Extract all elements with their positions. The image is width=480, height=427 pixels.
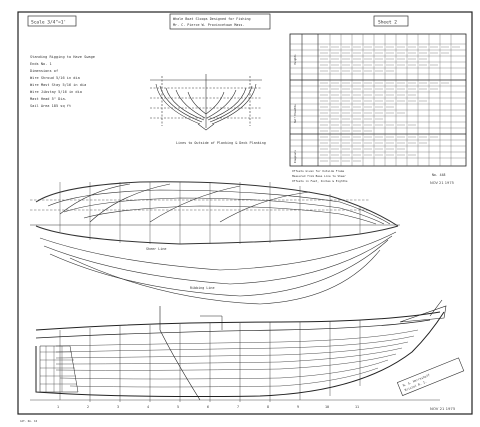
sheet-number: Sheet 2 (378, 20, 397, 26)
title-line-2: Mr. C. Pierce W. Provincetown Mass. (173, 23, 244, 27)
corner-mark: CAT. No. 16 (20, 419, 38, 423)
station-label: 10 (325, 405, 329, 409)
signature-stamp: N. G. Herreshoff Bristol R. I. (396, 357, 465, 396)
note-line: Sail Area 185 sq ft (30, 104, 71, 108)
station-label: 2 (87, 405, 89, 409)
offsets-note-line: Measured from Base Line to Sheer (292, 174, 346, 178)
station-label: 3 (117, 405, 119, 409)
rigging-notes: Standing Rigging to Have Swage Ends No. … (30, 55, 95, 108)
body-plan (150, 74, 262, 131)
offsets-note-line: Offsets in Feet, Inches & Eighths (292, 179, 348, 183)
body-plan-note: Lines to Outside of Planking & Deck Plan… (176, 141, 266, 145)
note-line: Wire Mast Stay 5/16 in dia (30, 83, 86, 87)
note-line: Standing Rigging to Have Swage (30, 55, 95, 59)
drawing-border (17, 11, 473, 415)
half-breadth-label: Sheer Line (146, 247, 166, 251)
title-box (169, 13, 271, 30)
station-label: 1 (57, 405, 59, 409)
scale-label: Scale 3/4"=1' (31, 20, 66, 26)
offsets-section-half-breadths: Half Breadths (294, 104, 297, 123)
profile-label: Ribbing Line (190, 286, 215, 290)
note-line: Wire Shroud 5/16 in dia (30, 76, 80, 80)
note-line: Wire Jibstay 5/16 in dia (30, 90, 82, 94)
date-stamp: NOV 21 1975 (430, 181, 454, 185)
station-labels: 1 2 3 4 5 6 7 8 9 10 11 (57, 405, 359, 409)
station-label: 8 (267, 405, 269, 409)
offsets-table: Heights Half Breadths Diagonals (289, 33, 467, 167)
note-line: Dimensions of (30, 69, 58, 73)
station-label: 7 (237, 405, 239, 409)
sheet-number-box (373, 15, 409, 27)
profile-plan (30, 299, 447, 402)
drawing-number: No. 448 (432, 173, 446, 177)
bottom-date-stamp: NOV 21 1975 (430, 406, 456, 411)
station-label: 6 (207, 405, 209, 409)
offsets-section-diagonals: Diagonals (294, 149, 297, 163)
station-label: 5 (177, 405, 179, 409)
station-label: 4 (147, 405, 149, 409)
note-line: Ends No. 1 (30, 62, 52, 66)
scale-box (27, 15, 77, 27)
station-label: 11 (355, 405, 359, 409)
station-label: 9 (297, 405, 299, 409)
half-breadth-plan (30, 181, 400, 245)
offsets-section-heights: Heights (294, 54, 297, 65)
offsets-note-line: Offsets Given for Outside Frame (292, 169, 345, 173)
note-line: Mast Head 5" Dia. (30, 97, 67, 101)
diagonal-lines (39, 231, 397, 305)
title-line-1: Whale Boat Sloops Designed for Fishing (173, 17, 251, 21)
